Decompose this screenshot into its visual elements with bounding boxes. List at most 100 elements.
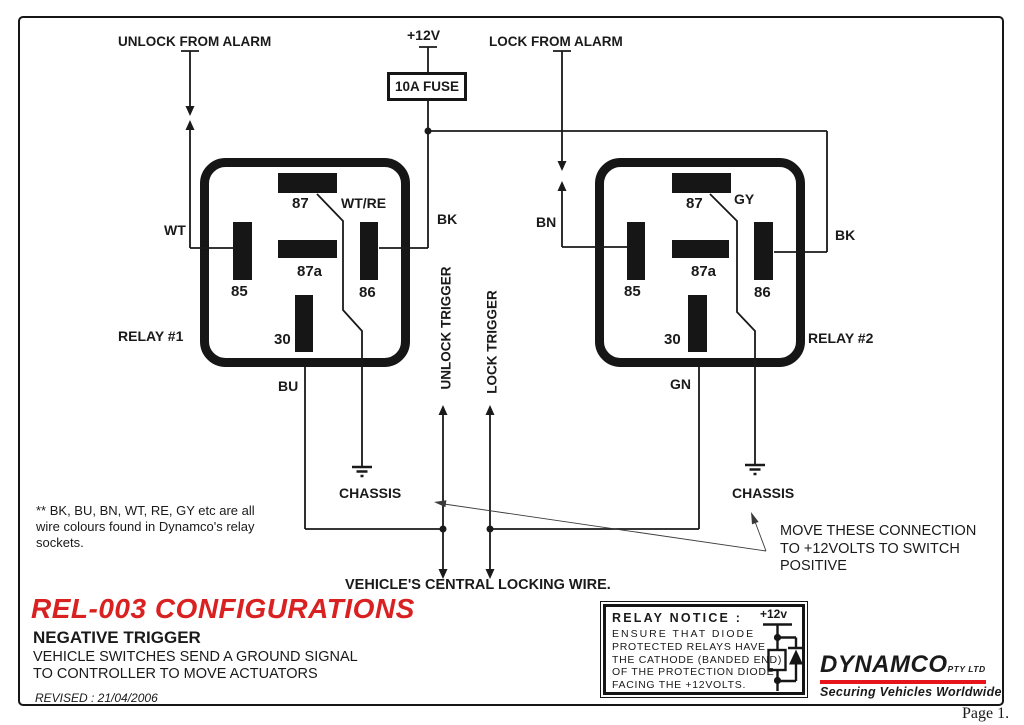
relay1-wire30-label: BU (278, 378, 299, 394)
relay-notice-box: RELAY NOTICE : +12v ENSURE THAT DIODE PR… (600, 601, 808, 698)
arrow-up-icon (438, 405, 448, 415)
notice-junction-dot (773, 633, 782, 642)
pointer-arrow-icon (434, 500, 447, 508)
wire-12v-feed (379, 46, 437, 249)
relay-notice-body: ENSURE THAT DIODE PROTECTED RELAYS HAVE … (612, 628, 782, 692)
relay2-wire30-label: GN (670, 376, 691, 392)
logo-suffix-text: PTY LTD (947, 664, 986, 674)
relay1-pin86-bar (360, 222, 378, 280)
wire-12v-bus (428, 130, 828, 253)
relay1-pin87a-bar (278, 240, 337, 258)
page-number: Page 1. (962, 705, 1010, 722)
central-locking-label: VEHICLE'S CENTRAL LOCKING WIRE. (345, 577, 611, 593)
pointer-arrow-icon (751, 512, 759, 525)
notice-line4: OF THE PROTECTION DIODE (612, 666, 775, 679)
relay1-pin30-bar (295, 295, 313, 352)
notice-line5: FACING THE +12VOLTS. (612, 679, 747, 692)
wire-colours-note-line1: ** BK, BU, BN, WT, RE, GY etc are all (36, 503, 255, 518)
logo-tagline: Securing Vehicles Worldwide (820, 684, 1002, 699)
move-connections-note: MOVE THESE CONNECTION TO +12VOLTS TO SWI… (780, 523, 976, 576)
wires (181, 46, 828, 570)
relay1-pin85-bar (233, 222, 252, 280)
relay2-chassis-label: CHASSIS (732, 485, 795, 501)
wire-lock-drop (553, 50, 628, 248)
pointer-line-right-chassis (753, 518, 767, 552)
chassis-ground-icon-1 (352, 465, 372, 478)
pointer-line-left-chassis (443, 503, 767, 552)
wire-colours-note: ** BK, BU, BN, WT, RE, GY etc are all wi… (36, 503, 255, 551)
move-note-line2: TO +12VOLTS TO SWITCH (780, 540, 960, 557)
notice-line2: PROTECTED RELAYS HAVE (612, 640, 766, 653)
relay2-body (595, 158, 805, 367)
relay2-pin30-bar (688, 295, 707, 352)
relay2-pin85-bar (627, 222, 645, 280)
relay1-wire-in-label: WT (164, 222, 186, 238)
relay2-switch-contact (709, 193, 756, 465)
description-line1: VEHICLE SWITCHES SEND A GROUND SIGNAL (33, 649, 358, 665)
relay2-wire-in-label: BN (536, 214, 557, 230)
relay2-pin86-bar (754, 222, 773, 280)
revised-date: REVISED : 21/04/2006 (35, 691, 158, 705)
arrow-up-icon (557, 181, 567, 191)
unlock-trigger-label: UNLOCK TRIGGER (438, 266, 454, 390)
chassis-ground-icon-2 (745, 463, 765, 476)
relay-notice-inner-border (603, 604, 805, 695)
page-subtitle: NEGATIVE TRIGGER (33, 628, 201, 647)
relay2-pin85-label: 85 (624, 283, 641, 300)
arrow-down-icon (185, 106, 195, 116)
relay2-name-label: RELAY #2 (808, 330, 874, 346)
arrow-down-icon (557, 161, 567, 171)
description-line2: TO CONTROLLER TO MOVE ACTUATORS (33, 666, 318, 682)
logo-brand-text: DYNAMCO (820, 651, 948, 678)
relay2-pins (627, 173, 773, 352)
wire-gn (490, 367, 700, 530)
relay-notice-title: RELAY NOTICE : (612, 611, 743, 625)
move-note-line1: MOVE THESE CONNECTION (780, 523, 977, 539)
relay-notice-12v-label: +12v (760, 607, 788, 621)
relay2-pin30-label: 30 (664, 331, 681, 348)
relay2-wire87-label: GY (734, 191, 755, 207)
relay1-name-label: RELAY #1 (118, 328, 184, 344)
arrow-up-icon (485, 405, 495, 415)
relay1-wire87-label: WT/RE (341, 195, 387, 211)
diode-icon (789, 649, 803, 665)
wire-bu (304, 367, 443, 530)
relay2-pin87-bar (672, 173, 731, 193)
move-note-line3: POSITIVE (780, 558, 847, 574)
notice-line1: ENSURE THAT DIODE (612, 628, 756, 640)
arrow-down-icon (485, 569, 495, 579)
lock-from-alarm-label: LOCK FROM ALARM (489, 34, 623, 49)
notice-junction-dot (773, 676, 782, 685)
relay1-pin87-bar (278, 173, 337, 193)
junction-dot (424, 127, 432, 135)
lock-trigger-label: LOCK TRIGGER (484, 290, 500, 394)
relay1-pin85-label: 85 (231, 283, 248, 300)
notice-diode-branch (777, 636, 804, 683)
relay1-switch-contact (316, 193, 363, 467)
arrow-up-icon (185, 120, 195, 130)
relay2-pin86-label: 86 (754, 284, 771, 301)
relay2-pin87a-bar (672, 240, 729, 258)
title-block: REL-003 CONFIGURATIONS NEGATIVE TRIGGER … (31, 593, 415, 705)
wire-unlock-drop (181, 50, 234, 249)
fuse-label: 10A FUSE (394, 79, 460, 94)
page-title: REL-003 CONFIGURATIONS (31, 593, 415, 624)
wire-colours-note-line2: wire colours found in Dynamco's relay (36, 519, 255, 534)
fuse-box: 10A FUSE (387, 72, 467, 101)
relay1-wire86-label: BK (437, 211, 458, 227)
relay1-pin30-label: 30 (274, 331, 291, 348)
arrow-down-icon (438, 569, 448, 579)
relay1-pins (233, 173, 378, 352)
relay2-pin87-label: 87 (686, 195, 703, 212)
logo-red-rule (820, 680, 986, 684)
plus-12v-label: +12V (407, 27, 441, 43)
notice-line3: THE CATHODE (BANDED END) (612, 653, 783, 666)
relay1-body (200, 158, 410, 367)
unlock-from-alarm-label: UNLOCK FROM ALARM (118, 34, 272, 49)
relay1-chassis-label: CHASSIS (339, 485, 402, 501)
relay2-pin87a-label: 87a (691, 263, 717, 280)
relay1-pin87-label: 87 (292, 195, 309, 212)
dynamco-logo: DYNAMCOPTY LTD Securing Vehicles Worldwi… (820, 651, 1002, 699)
